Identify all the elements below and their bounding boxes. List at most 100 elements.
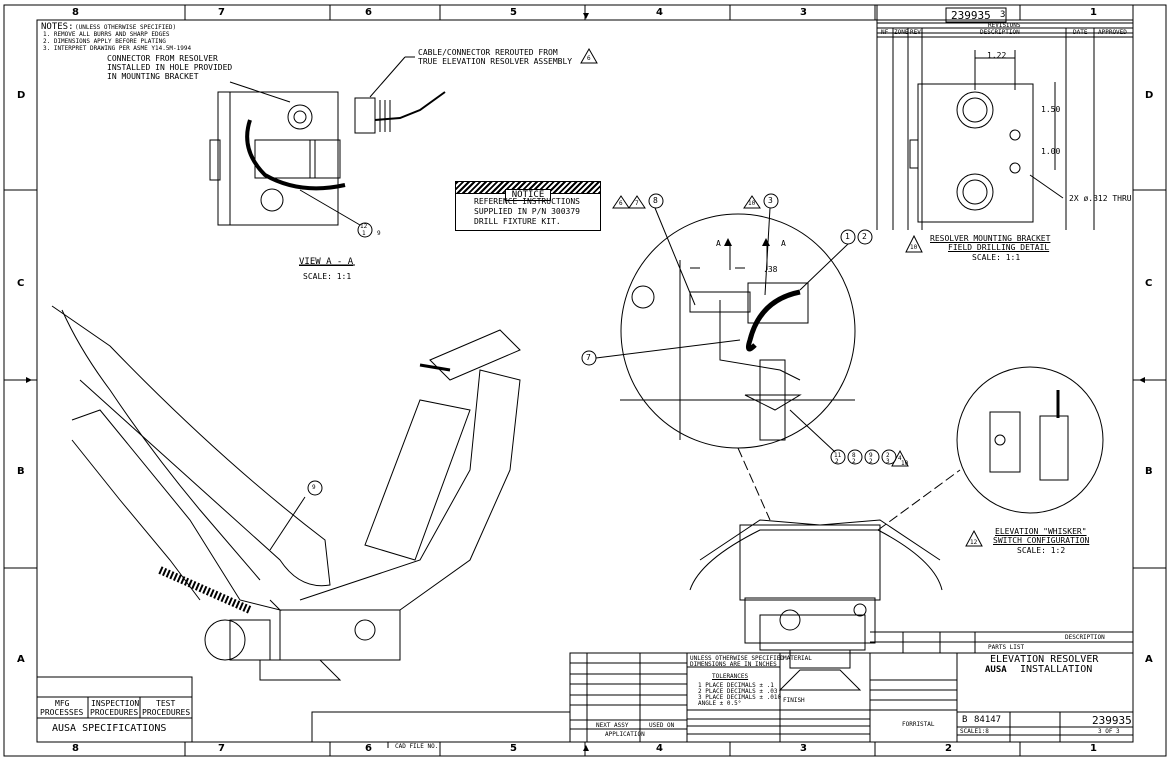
notice-line-2: SUPPLIED IN P/N 300379 (474, 207, 580, 216)
bottom-balloon-sub-4: 3 (886, 458, 890, 465)
view-aa-scale: SCALE: 1:1 (303, 272, 352, 281)
zone-col-7: 7 (218, 7, 225, 18)
zone-row-c: C (17, 278, 25, 289)
detail-circle (620, 213, 856, 449)
notice-line-3: DRILL FIXTURE KIT. (474, 217, 561, 226)
rev-col-date: DATE (1073, 29, 1088, 36)
zone-row-a-right: A (1145, 654, 1153, 665)
next-assy-label: NEXT ASSY (596, 722, 629, 729)
cage-code: 84147 (974, 715, 1002, 725)
connector-callout-2: INSTALLED IN HOLE PROVIDED (107, 63, 233, 72)
bottom-balloon-2: 2 (886, 452, 890, 459)
cable-flag: 6 (587, 55, 591, 62)
used-on-label: USED ON (649, 722, 675, 729)
dim-38: .38 (763, 265, 778, 274)
balloon-7-detail: 7 (586, 353, 591, 362)
mfg-label-2: PROCESSES (40, 708, 84, 717)
balloon-3-detail: 3 (768, 196, 773, 205)
flag-7: 7 (635, 200, 639, 207)
tol-header-2: DIMENSIONS ARE IN INCHES (690, 661, 777, 668)
tol-line-4: ANGLE ± 0.5° (698, 700, 742, 707)
title-line-2: INSTALLATION (1020, 664, 1093, 675)
note-line-2: 2. DIMENSIONS APPLY BEFORE PLATING (43, 38, 166, 45)
note-line-3: 3. INTERPRET DRAWING PER ASME Y14.5M-199… (43, 45, 192, 52)
zone-row-a: A (17, 654, 25, 665)
size-value: B (962, 715, 968, 725)
balloon-12: 12 (360, 223, 368, 230)
zone-col-8-bottom: 8 (72, 743, 79, 754)
section-a-left: A (716, 239, 721, 248)
zone-row-d-right: D (1145, 90, 1154, 101)
connector-callout-3: IN MOUNTING BRACKET (107, 72, 199, 81)
bottom-balloon-11: 11 (834, 452, 842, 459)
balloon-1-detail: 1 (845, 232, 850, 241)
rev-col-description: DESCRIPTION (980, 29, 1020, 36)
bottom-balloon-4: 4 (898, 455, 902, 462)
notes-title: NOTES: (41, 22, 74, 32)
zone-col-6-bottom: 6 (365, 743, 372, 754)
whisker-title-1: ELEVATION "WHISKER" (995, 527, 1087, 536)
dim-hole-thru: 2X ø.312 THRU (1069, 194, 1132, 203)
whisker-scale: SCALE: 1:2 (1017, 546, 1066, 555)
zone-row-b-right: B (1145, 466, 1153, 477)
bracket-scale: SCALE: 1:1 (972, 253, 1021, 262)
bracket-title-1: RESOLVER MOUNTING BRACKET (930, 234, 1051, 243)
cable-callout-1: CABLE/CONNECTOR REROUTED FROM (418, 48, 558, 57)
rev-col-rev: REV (910, 29, 921, 36)
zone-col-3-bottom: 3 (800, 743, 807, 754)
tol-line-3: 3 PLACE DECIMALS ± .010 (698, 694, 782, 701)
balloon-2-detail: 2 (862, 232, 867, 241)
flag-9: 9 (312, 484, 316, 491)
dim-1-00: 1.00 (1041, 147, 1061, 156)
bottom-balloon-sub-2: 2 (852, 458, 856, 465)
description-label: DESCRIPTION (1065, 634, 1105, 641)
zone-row-d: D (17, 90, 26, 101)
rev-col-nf: NF (881, 29, 889, 36)
cad-file-label: CAD FILE NO. (395, 743, 439, 750)
tol-header-1: UNLESS OTHERWISE SPECIFIED (690, 655, 784, 662)
dwg-number-title: 239935 (1092, 714, 1132, 727)
section-a-right: A (781, 239, 786, 248)
bottom-balloon-sub-5: 10 (901, 460, 909, 467)
material-label: MATERIAL (783, 655, 812, 662)
whisker-detail-circle (956, 366, 1104, 514)
scale-label: SCALE (960, 728, 979, 735)
notes-qualifier: (UNLESS OTHERWISE SPECIFIED) (75, 24, 177, 31)
mfg-label-1: MFG (55, 699, 70, 708)
revisions-header: REVISIONS (988, 22, 1021, 29)
dim-1-22: 1.22 (987, 51, 1007, 60)
note-line-1: 1. REMOVE ALL BURRS AND SHARP EDGES (43, 31, 170, 38)
drawing-number-top: 239935 (951, 9, 991, 22)
zone-col-3: 3 (800, 7, 807, 18)
inspection-label-1: INSPECTION (91, 699, 140, 708)
finish-label: FINISH (783, 697, 805, 704)
specifications-label: AUSA SPECIFICATIONS (52, 723, 167, 734)
zone-col-5: 5 (510, 7, 517, 18)
tol-line-1: 1 PLACE DECIMALS ± .1 (698, 682, 774, 689)
test-label-1: TEST (156, 699, 176, 708)
dim-1-50: 1.50 (1041, 105, 1061, 114)
cable-callout-2: TRUE ELEVATION RESOLVER ASSEMBLY (418, 57, 573, 66)
balloon-8-detail: 8 (653, 196, 658, 205)
zone-row-c-right: C (1145, 278, 1153, 289)
zone-col-5-bottom: 5 (510, 743, 517, 754)
zone-col-4: 4 (656, 7, 663, 18)
zone-col-8: 8 (72, 7, 79, 18)
view-aa-title: VIEW A - A (299, 257, 354, 267)
bottom-balloon-sub-3: 2 (869, 458, 873, 465)
flag-6: 6 (619, 200, 623, 207)
balloon-9: 9 (377, 230, 381, 237)
bracket-title-2: FIELD DRILLING DETAIL (948, 243, 1050, 252)
inspection-label-2: PROCEDURES (90, 708, 139, 717)
title-block (569, 652, 1134, 743)
zone-col-6: 6 (365, 7, 372, 18)
rev-col-approved: APPROVED (1098, 29, 1127, 36)
zone-col-4-bottom: 4 (656, 743, 663, 754)
bottom-balloon-sub-1: 2 (835, 458, 839, 465)
inner-border (36, 19, 1134, 743)
bottom-balloon-9: 9 (869, 452, 873, 459)
rev-col-zone: ZONE (894, 29, 909, 36)
balloon-1: 1 (362, 230, 366, 237)
